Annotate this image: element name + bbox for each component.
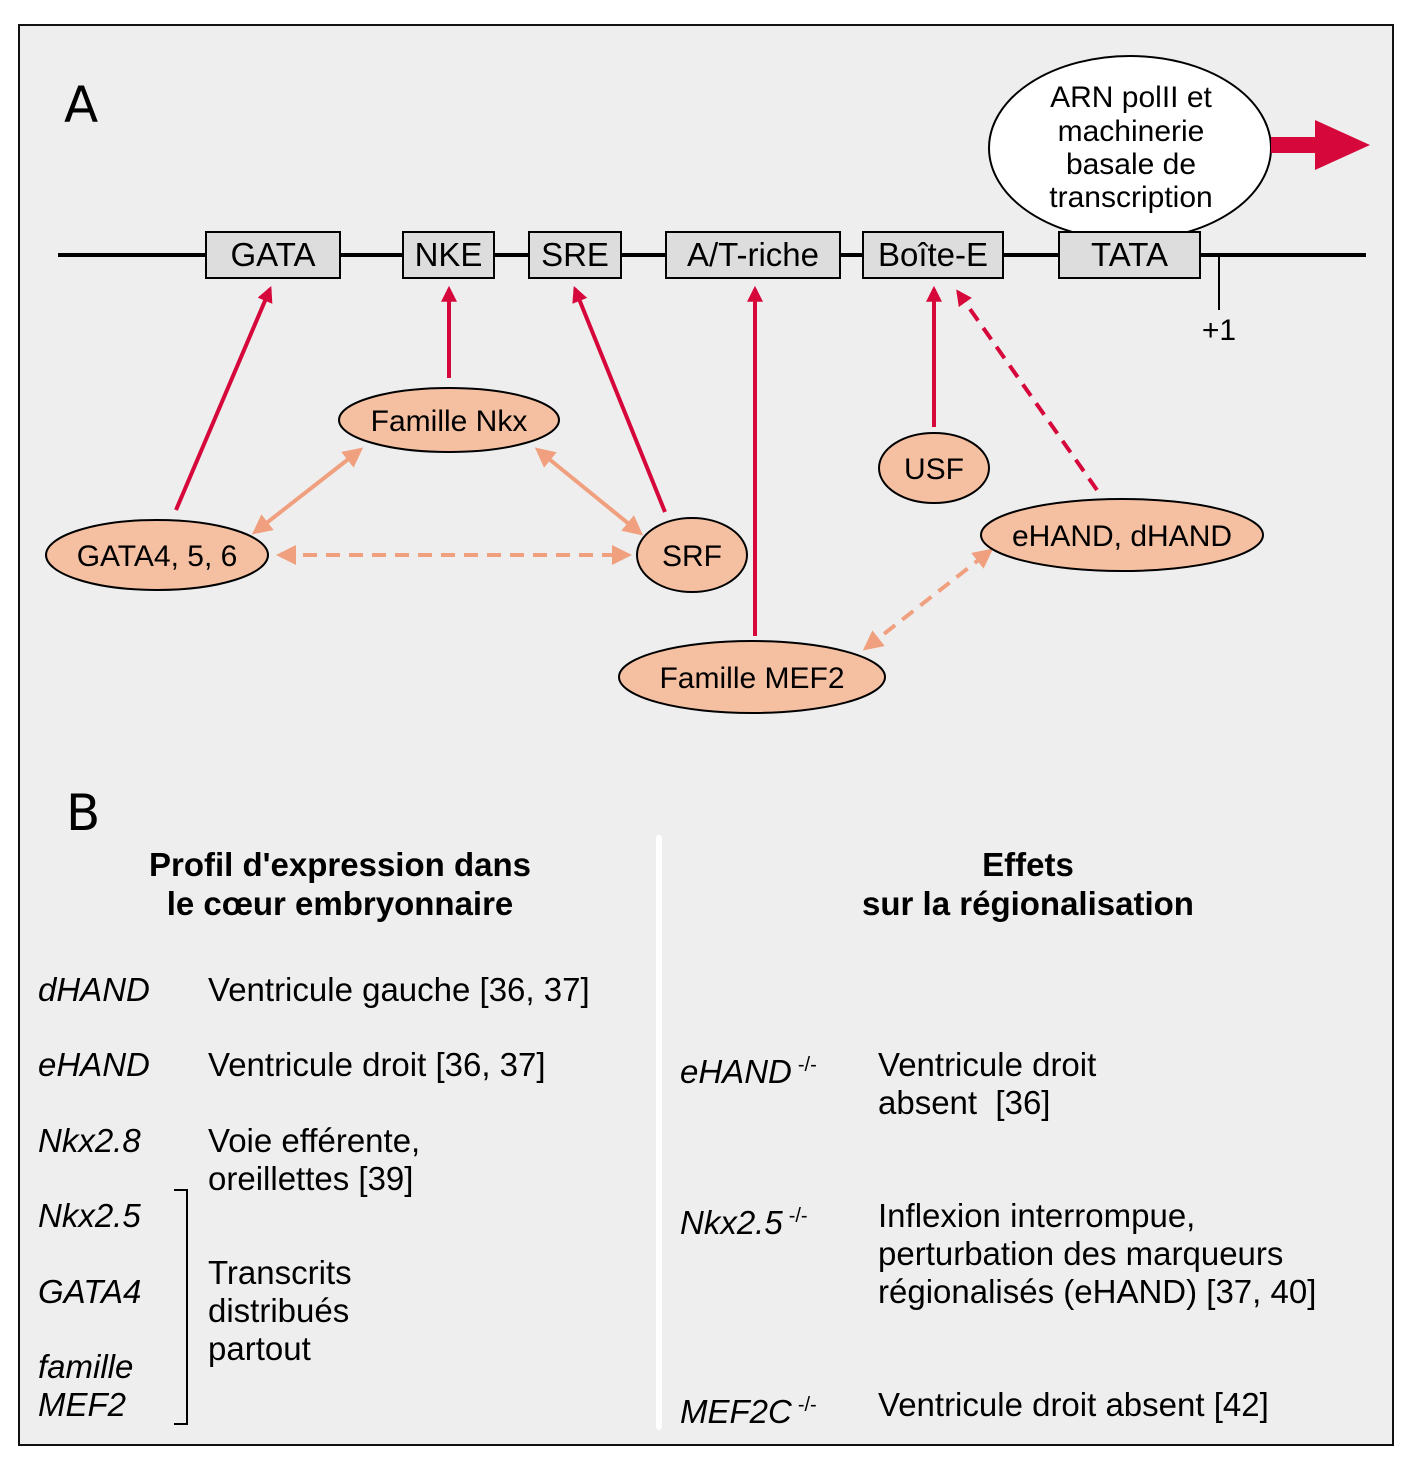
effect-line: absent [36]: [878, 1084, 1051, 1121]
header-line: le cœur embryonnaire: [166, 885, 514, 922]
gene-name: famille: [38, 1348, 134, 1385]
profile-line: oreillettes [39]: [208, 1160, 414, 1197]
polymerase-label: ARN polII et machinerie basale de transc…: [1049, 81, 1212, 214]
effect-line: Inflexion interrompue,: [878, 1197, 1196, 1234]
grouping-bracket: [174, 1189, 188, 1425]
knockout-effect: Inflexion interrompue, perturbation des …: [878, 1197, 1316, 1311]
factor-label: GATA4, 5, 6: [77, 540, 238, 573]
gene-name: dHAND: [38, 971, 150, 1008]
header-line: sur la régionalisation: [862, 885, 1194, 922]
promoter-element-ebox: Boîte-E: [862, 231, 1004, 279]
effect-line: perturbation des marqueurs: [878, 1235, 1284, 1272]
gene-name: eHAND: [38, 1046, 150, 1083]
factor-hand: eHAND, dHAND: [980, 498, 1264, 572]
factor-gata456: GATA4, 5, 6: [45, 519, 269, 591]
promoter-element-label: NKE: [415, 236, 483, 273]
binding-arrow-gata456-gata: [174, 286, 273, 511]
header-line: Effets: [982, 846, 1074, 883]
expression-profile: Voie efférente, oreillettes [39]: [208, 1122, 420, 1198]
promoter-diagram: +1 ARN polII et machinerie basale de tra…: [45, 55, 1370, 714]
promoter-element-label: SRE: [541, 236, 609, 273]
promoter-element-label: TATA: [1091, 236, 1168, 273]
promoter-element-at: A/T-riche: [665, 231, 841, 279]
factor-srf: SRF: [636, 517, 748, 593]
profile-line: partout: [208, 1330, 311, 1367]
promoter-element-sre: SRE: [528, 231, 622, 279]
gene-name: MEF2: [38, 1386, 127, 1423]
column-divider: [656, 835, 662, 1430]
gene-name: Nkx2.5: [680, 1204, 783, 1241]
effect-line: Ventricule droit: [878, 1046, 1097, 1083]
genotype-superscript: -/-: [797, 1394, 817, 1416]
gene-name: eHAND: [680, 1053, 792, 1090]
profile-line: distribués: [208, 1292, 350, 1329]
promoter-element-label: Boîte-E: [878, 236, 988, 273]
promoter-element-nke: NKE: [402, 231, 495, 279]
effect-line: Ventricule droit absent [42]: [878, 1386, 1269, 1423]
interaction-arrow-nkx-srf: [534, 447, 644, 536]
grouped-expression-profile: Transcrits distribués partout: [208, 1254, 352, 1368]
factor-label: SRF: [662, 540, 722, 573]
promoter-element-tata: TATA: [1058, 231, 1201, 279]
interaction-arrow-mef2-hand: [862, 548, 994, 651]
factor-mef2: Famille MEF2: [618, 640, 886, 714]
expression-profile: Ventricule gauche [36, 37]: [208, 971, 590, 1008]
promoter-element-label: A/T-riche: [687, 236, 819, 273]
factor-nkx: Famille Nkx: [338, 387, 560, 453]
svg-text:machinerie: machinerie: [1058, 115, 1205, 148]
gene-name: MEF2C: [680, 1393, 792, 1430]
factor-label: Famille Nkx: [371, 405, 528, 438]
expression-profile: Ventricule droit [36, 37]: [208, 1046, 546, 1083]
panel-b-label: B: [66, 784, 101, 842]
svg-text:ARN polII et: ARN polII et: [1050, 81, 1212, 114]
binding-arrow-hand-ebox: [956, 289, 1099, 492]
knockout-genotype: Nkx2.5-/-: [680, 1197, 808, 1242]
knockout-genotype: MEF2C-/-: [680, 1386, 817, 1431]
factor-label: USF: [904, 453, 964, 486]
svg-text:basale de: basale de: [1066, 148, 1196, 181]
profile-line: Transcrits: [208, 1254, 352, 1291]
knockout-genotype: eHAND-/-: [680, 1046, 817, 1091]
interaction-arrow-gata456-nkx: [251, 447, 364, 535]
effect-line: régionalisés (eHAND) [37, 40]: [878, 1273, 1317, 1310]
factor-label: Famille MEF2: [659, 662, 844, 695]
panel-a-label: A: [64, 76, 99, 134]
gene-name: Nkx2.5: [38, 1197, 141, 1234]
genotype-superscript: -/-: [797, 1054, 817, 1076]
gene-name: Nkx2.8: [38, 1122, 141, 1159]
header-line: Profil d'expression dans: [149, 846, 531, 883]
promoter-element-gata: GATA: [205, 231, 341, 279]
svg-text:transcription: transcription: [1049, 181, 1212, 214]
genotype-superscript: -/-: [788, 1205, 808, 1227]
factor-label: eHAND, dHAND: [1012, 520, 1232, 553]
knockout-effect: Ventricule droit absent [36]: [878, 1046, 1096, 1122]
factor-usf: USF: [878, 432, 990, 504]
regionalisation-effects-header: Effets sur la régionalisation: [728, 845, 1328, 923]
transcription-arrow-icon: [1271, 120, 1370, 170]
profile-line: Voie efférente,: [208, 1122, 421, 1159]
knockout-effect: Ventricule droit absent [42]: [878, 1386, 1269, 1424]
expression-profile-header: Profil d'expression dans le cœur embryon…: [40, 845, 640, 923]
binding-arrow-srf-sre: [572, 286, 667, 513]
gene-name: GATA4: [38, 1273, 142, 1310]
promoter-element-label: GATA: [231, 236, 316, 273]
start-site-label: +1: [1202, 314, 1236, 347]
